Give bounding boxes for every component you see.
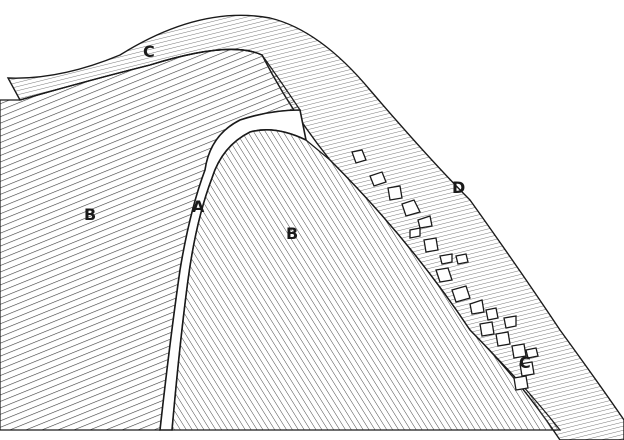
label-d: D [452, 178, 465, 197]
label-c-top: C [143, 42, 155, 61]
label-b-left: B [84, 205, 96, 224]
label-b-right: B [286, 224, 298, 243]
label-a: A [192, 197, 205, 216]
label-c-bottom: C [519, 353, 531, 372]
